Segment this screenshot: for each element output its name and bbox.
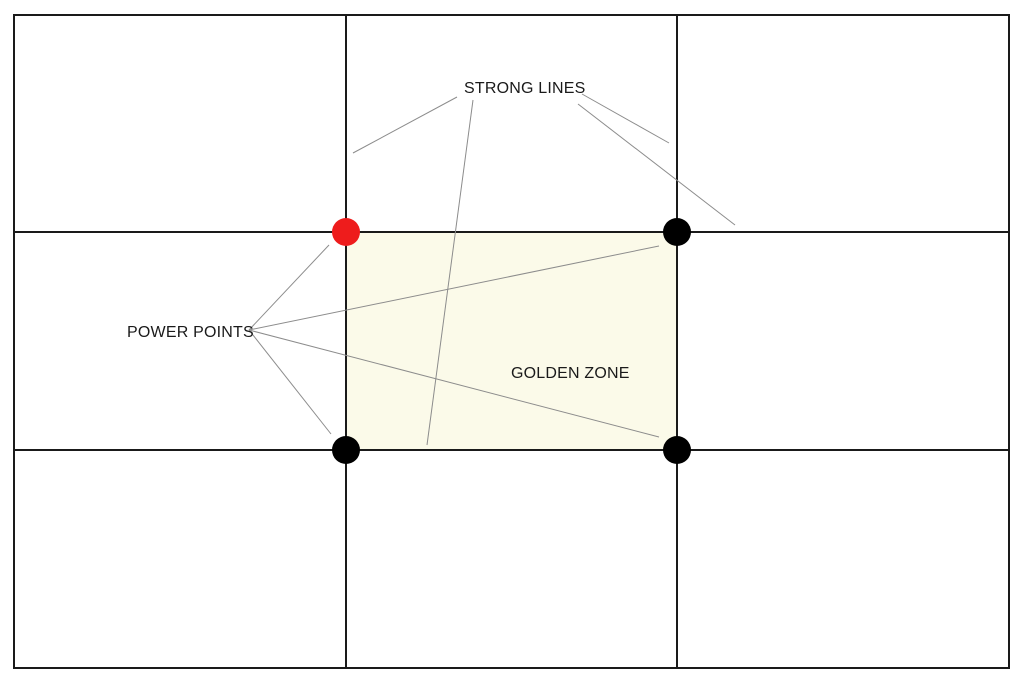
power-point-bottom-right bbox=[663, 436, 691, 464]
leader-line bbox=[248, 329, 660, 438]
power-points-label: POWER POINTS bbox=[127, 324, 254, 341]
leader-line bbox=[577, 103, 736, 226]
power-points bbox=[332, 218, 691, 464]
power-point-top-right bbox=[663, 218, 691, 246]
frame-border bbox=[13, 14, 1010, 669]
strong-lines-leaders bbox=[352, 93, 736, 446]
leader-line bbox=[248, 329, 332, 435]
power-point-bottom-left bbox=[332, 436, 360, 464]
leader-line bbox=[248, 244, 330, 331]
leader-line bbox=[248, 245, 660, 331]
leader-line bbox=[352, 96, 458, 154]
golden-zone bbox=[346, 232, 677, 450]
power-point-top-left bbox=[332, 218, 360, 246]
power-points-leaders bbox=[248, 244, 660, 438]
thirds-grid bbox=[14, 15, 1009, 668]
leader-line bbox=[581, 93, 670, 144]
golden-zone-label: GOLDEN ZONE bbox=[511, 365, 630, 382]
strong-lines-label: STRONG LINES bbox=[464, 80, 586, 97]
leader-line bbox=[426, 99, 474, 446]
